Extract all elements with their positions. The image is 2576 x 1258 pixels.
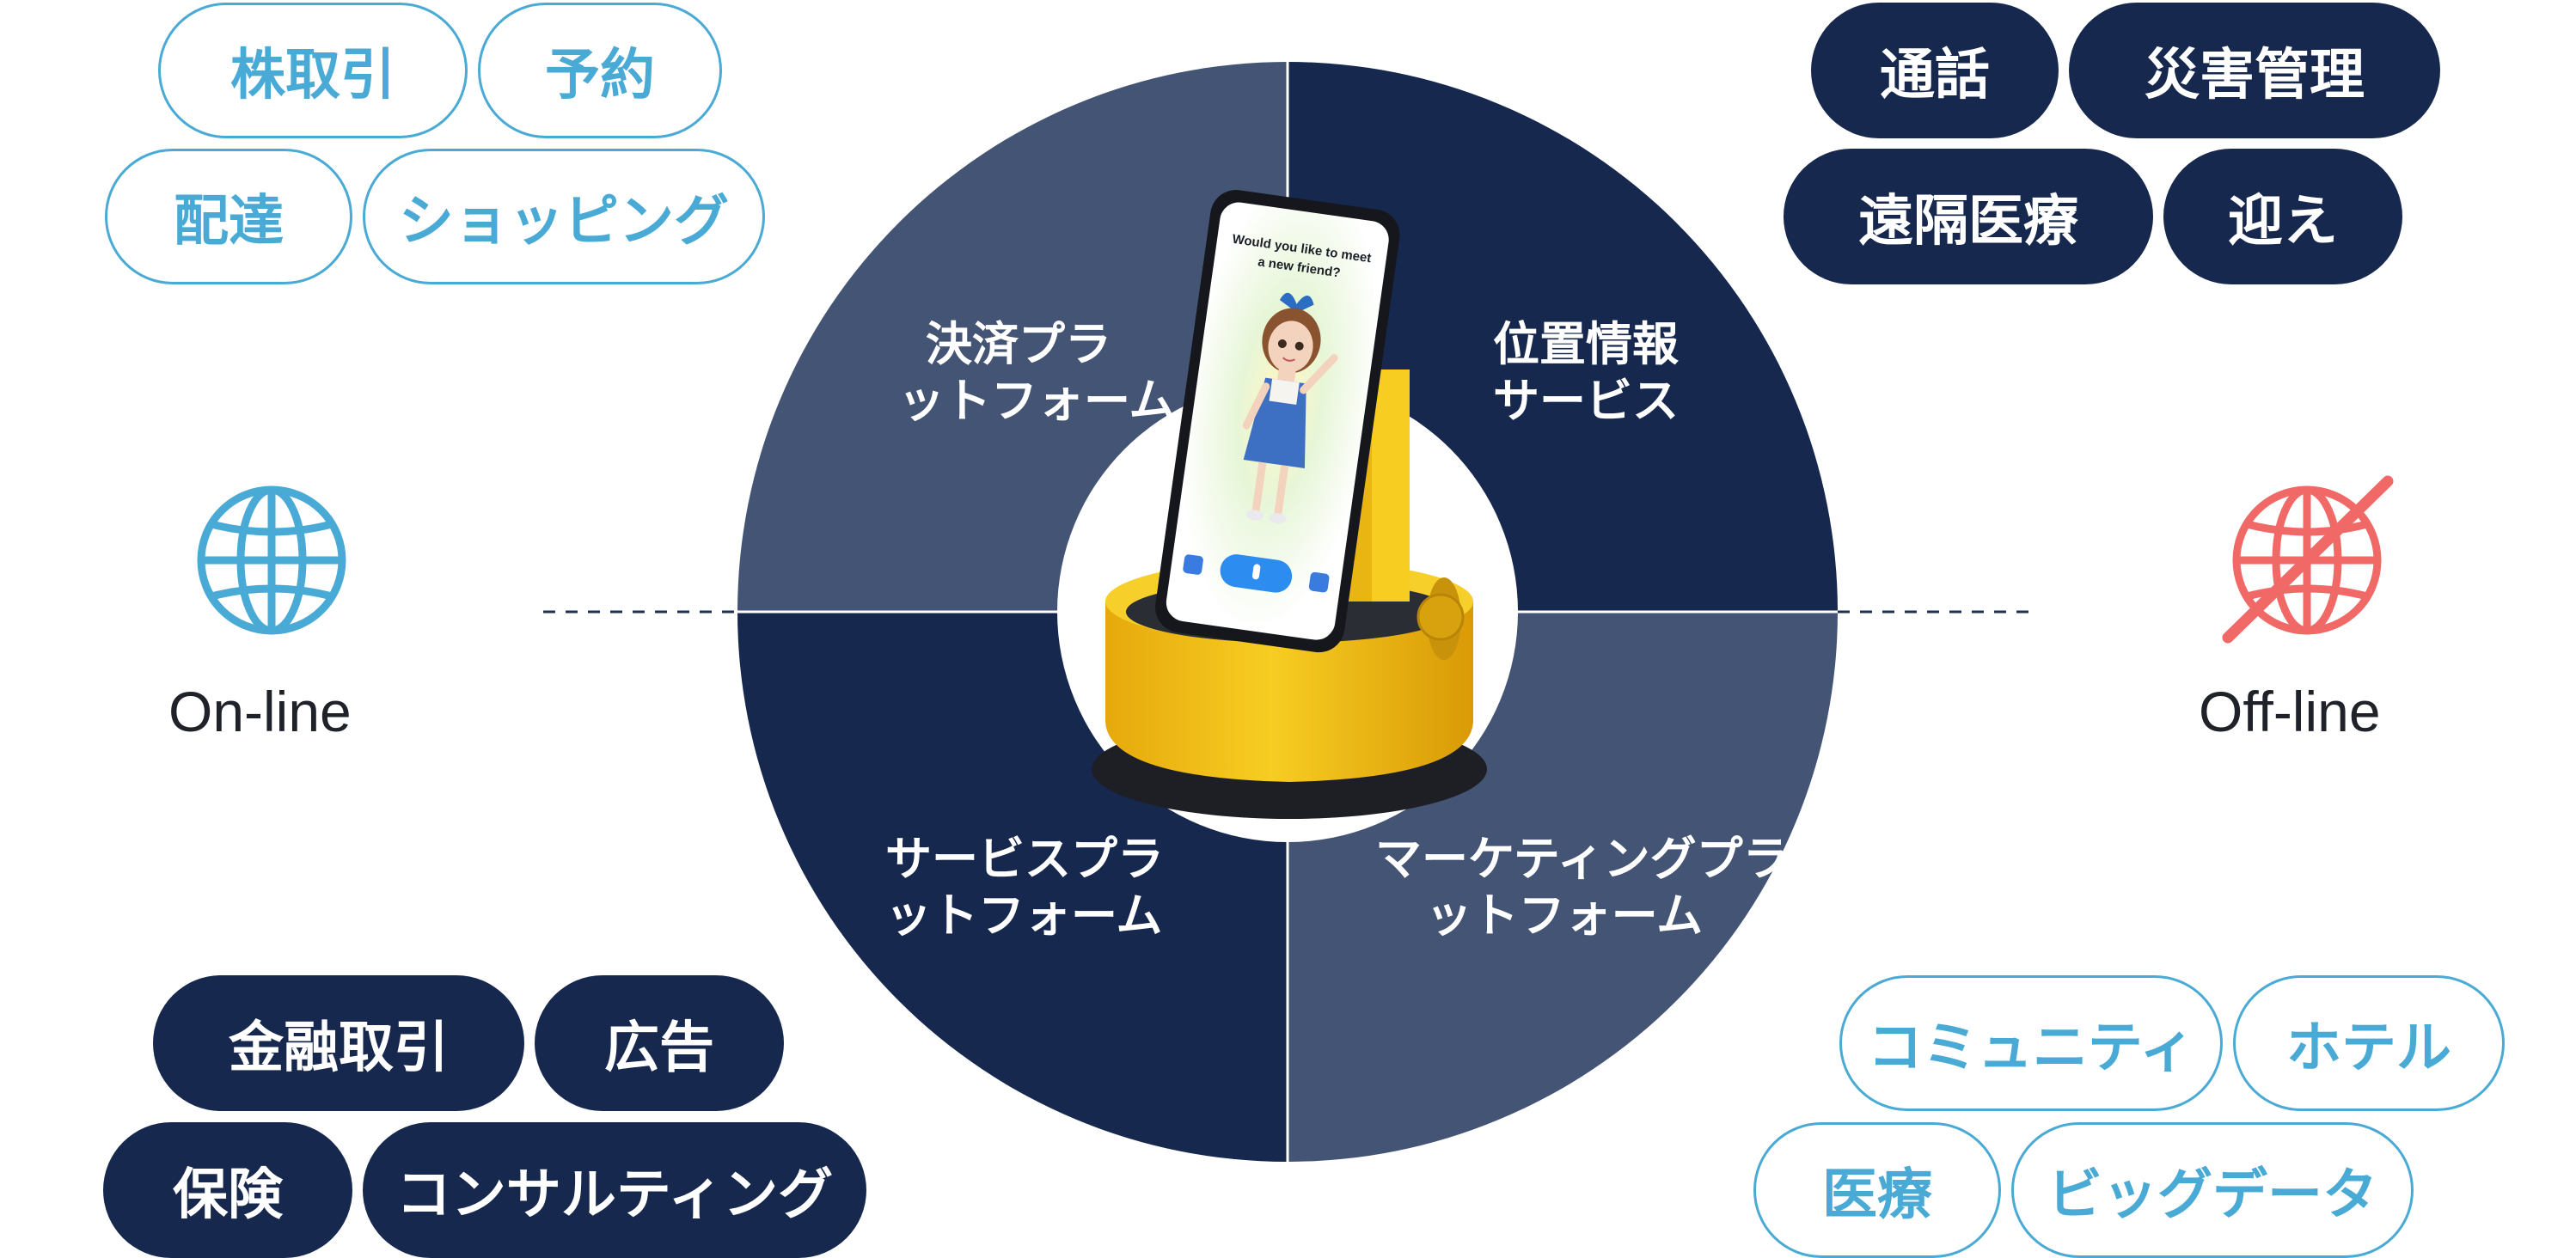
label-location-service: 位置情報サービス [1493,317,1679,428]
apps-icon [1183,554,1203,575]
online-label: On-line [168,680,352,743]
tag-community: コミュニティ [1839,975,2223,1111]
tag-advertising: 広告 [535,975,784,1111]
smartphone: Would you like to meet a new friend? [1155,190,1400,653]
tag-medical: 医療 [1753,1122,2001,1258]
tag-disaster-management: 災害管理 [2069,3,2440,138]
tag-shopping: ショッピング [363,149,765,284]
tag-big-data: ビッグデータ [2011,1122,2414,1258]
tag-call: 通話 [1811,3,2059,138]
tag-reservation: 予約 [478,3,722,138]
tag-telemedicine: 遠隔医療 [1784,149,2153,284]
offline-label: Off-line [2199,680,2381,743]
label-payment-platform: 決済プラットフォーム [898,317,1176,428]
tag-hotel: ホテル [2233,975,2505,1111]
tag-consulting: コンサルティング [363,1122,866,1258]
tag-pickup: 迎え [2163,149,2402,284]
avatar-character [1242,292,1338,524]
globe-icon [197,485,346,635]
tag-delivery: 配達 [105,149,352,284]
tag-stock-trading: 株取引 [158,3,468,138]
tag-insurance: 保険 [103,1122,352,1258]
microphone-icon [1251,564,1261,580]
keyboard-icon [1308,571,1330,593]
label-marketing-platform: マーケティングプラットフォーム [1375,832,1790,943]
label-service-platform: サービスプラットフォーム [885,832,1164,943]
globe-off-icon [2222,475,2394,644]
tag-financial-transaction: 金融取引 [153,975,524,1111]
